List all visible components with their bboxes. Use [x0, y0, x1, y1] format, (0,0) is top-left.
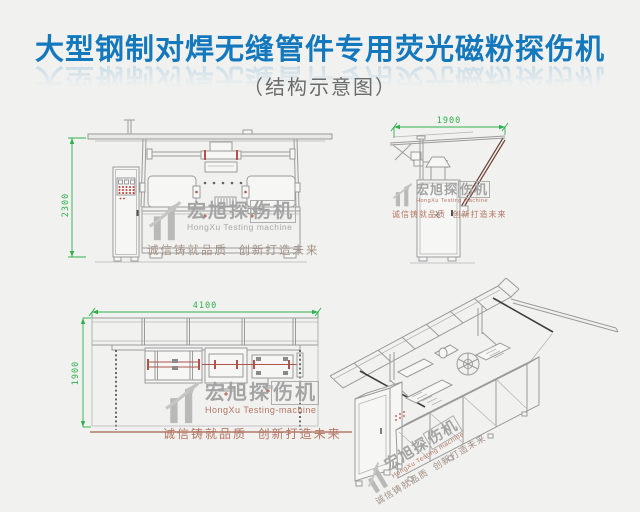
dim-label-front-height: 2300	[61, 193, 71, 217]
dim-label-plan-length: 4100	[193, 301, 217, 311]
dimension-plan-length: 4100	[88, 301, 322, 319]
dimension-front-height: 2300	[61, 137, 86, 258]
front-elevation-view: 2300	[55, 110, 345, 270]
roof-plan-band	[91, 317, 319, 346]
iso-feed-rack	[510, 298, 619, 363]
iso-machinery	[396, 342, 512, 406]
dim-label-plan-depth: 1900	[71, 361, 81, 385]
isometric-view	[330, 258, 640, 512]
dimension-plan-depth: 1900	[71, 317, 91, 428]
dimension-side-width: 1900	[390, 116, 509, 138]
hopper	[425, 156, 451, 180]
canopy	[87, 119, 333, 142]
base-tank	[141, 206, 301, 259]
center-carriage-assembly	[202, 347, 250, 396]
right-clamp-assembly	[250, 352, 304, 393]
iso-roof	[330, 277, 520, 389]
bed-outline	[90, 318, 352, 433]
cabinet-buttons	[118, 186, 135, 200]
feed-ramp	[458, 137, 506, 216]
spray-nozzles	[203, 181, 243, 185]
gantry-frame	[139, 138, 301, 208]
control-cabinet	[112, 166, 140, 262]
side-canopy	[389, 131, 506, 167]
page-subtitle: （结构示意图）	[243, 77, 397, 99]
carriage	[200, 141, 242, 173]
dim-label-side-width: 1900	[437, 116, 461, 126]
iso-cabinet	[354, 381, 403, 487]
side-elevation-view: 1900	[385, 110, 530, 268]
iso-bed	[395, 356, 540, 482]
page-title: 大型钢制对焊无缝管件专用荧光磁粉探伤机	[34, 34, 605, 66]
left-clamp-assembly	[144, 347, 203, 384]
center-ribbed-unit	[214, 196, 237, 207]
iso-button-panel	[395, 411, 405, 421]
plan-view: 4100 1900	[60, 293, 365, 443]
side-cabinet	[416, 179, 461, 262]
magnetizing-tanks	[147, 175, 296, 208]
